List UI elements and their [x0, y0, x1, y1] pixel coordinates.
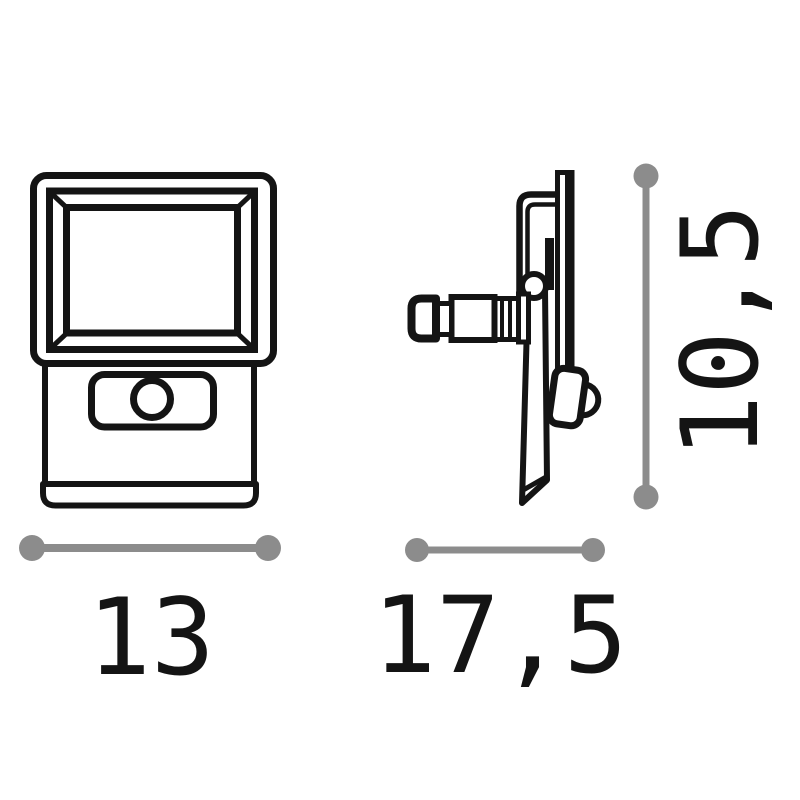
side-adjustment-knob — [407, 291, 531, 345]
knob-grip-ridges — [492, 296, 521, 342]
side-glass-edge — [545, 238, 554, 290]
dim-endpoint-dot — [255, 535, 281, 561]
dim-endpoint-dot — [633, 163, 659, 189]
front-bottom-cap — [40, 481, 259, 509]
width-dimension-label: 13 — [87, 576, 215, 699]
side-sensor-housing — [545, 364, 590, 430]
side-view — [407, 170, 602, 506]
dim-endpoint-dot — [633, 484, 659, 510]
knob-ridge-lines — [500, 301, 512, 337]
side-sensor — [545, 364, 602, 430]
side-mounting-arm-endcap-line — [520, 474, 548, 494]
dim-endpoint-dot — [581, 538, 605, 562]
knob-end-cap — [407, 294, 440, 343]
front-sensor-lens-icon — [130, 377, 174, 421]
side-bracket-outer — [516, 191, 555, 294]
dim-endpoint-dot — [19, 535, 45, 561]
width-dimension-line — [19, 535, 281, 561]
depth-dimension-label: 17,5 — [372, 574, 627, 697]
side-panel-back-edge — [565, 171, 575, 369]
depth-dimension-line — [405, 538, 605, 562]
side-bracket-inner — [525, 202, 555, 294]
height-dimension-line — [633, 163, 659, 510]
height-dimension-label: 10,5 — [659, 203, 782, 458]
front-glass — [63, 204, 241, 337]
knob-barrel — [448, 294, 498, 343]
glass-miter-lines — [49, 191, 255, 350]
dim-endpoint-dot — [405, 538, 429, 562]
front-view — [30, 172, 277, 509]
